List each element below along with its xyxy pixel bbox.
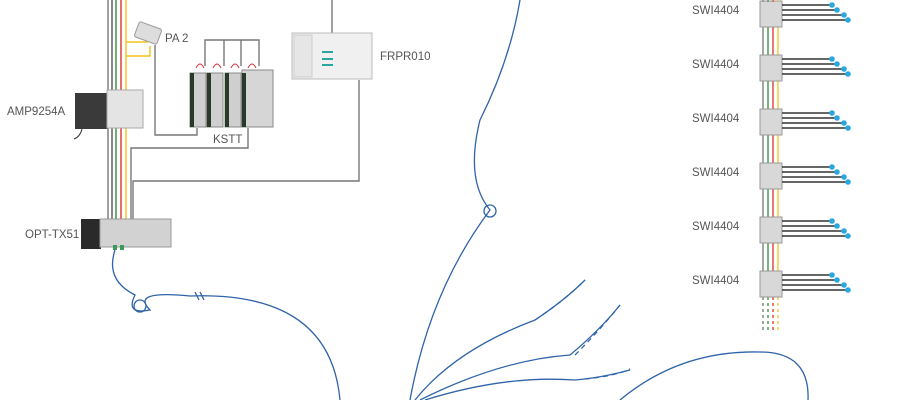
pa2-device: PA 2 xyxy=(134,21,188,45)
kstt-loop-cables xyxy=(204,39,260,66)
output-port-dot xyxy=(834,169,840,175)
output-port-dot xyxy=(834,115,840,121)
kstt-module xyxy=(241,69,274,128)
multiswitch-row: SWI4404 xyxy=(692,54,851,109)
multiswitch-row: SWI4404 xyxy=(692,0,851,55)
multiswitch-row: SWI4404 xyxy=(692,162,851,217)
multiswitch-label: SWI4404 xyxy=(692,59,740,71)
kstt-label: KSTT xyxy=(213,134,242,146)
kstt-module-front xyxy=(225,73,229,127)
frpr-indicator xyxy=(322,58,333,60)
output-port-dot xyxy=(841,66,847,72)
amp-device: AMP9254A xyxy=(7,89,144,140)
opt-fiber-port xyxy=(113,245,117,250)
output-port-dot xyxy=(841,228,847,234)
output-port-dot xyxy=(845,71,851,77)
output-port-dot xyxy=(845,179,851,185)
output-port-dot xyxy=(841,12,847,18)
output-port-dot xyxy=(845,17,851,23)
kstt-module-front xyxy=(242,73,246,127)
multiswitch-label: SWI4404 xyxy=(692,5,740,17)
multiswitch-body xyxy=(759,216,783,244)
opt-device: OPT-TX51 xyxy=(25,218,172,250)
cable-pa2-kstt xyxy=(154,45,198,136)
multiswitch-label: SWI4404 xyxy=(692,167,740,179)
multiswitch-row: SWI4404 xyxy=(692,216,851,271)
fiber-long xyxy=(409,0,521,400)
multiswitch-row: SWI4404 xyxy=(692,270,851,332)
opt-fiber-port xyxy=(120,245,124,250)
amp-power-cord xyxy=(73,128,83,140)
output-port-dot xyxy=(829,218,835,224)
opt-label: OPT-TX51 xyxy=(25,229,79,241)
cable-kstt-opt xyxy=(130,128,249,220)
multiswitch-body xyxy=(759,108,783,136)
fiber-break xyxy=(194,291,205,301)
kstt-jumpers xyxy=(195,63,257,69)
output-port-dot xyxy=(829,2,835,8)
kstt-module-front xyxy=(207,73,211,127)
output-port-dot xyxy=(834,223,840,229)
fiber-branch xyxy=(414,279,586,400)
amp-label: AMP9254A xyxy=(7,106,66,118)
output-port-dot xyxy=(845,287,851,293)
kstt-device: KSTT xyxy=(189,63,274,146)
frpr-indicator xyxy=(322,51,333,53)
frpr-side-panel xyxy=(293,34,313,78)
fiber-branch-dashed xyxy=(584,368,631,380)
amp-body xyxy=(106,89,144,129)
cable-frpr-opt xyxy=(132,80,360,220)
fiber-coil xyxy=(133,299,147,313)
multiswitch-label: SWI4404 xyxy=(692,275,740,287)
output-port-dot xyxy=(834,277,840,283)
output-port-dot xyxy=(829,164,835,170)
multiswitch-body xyxy=(759,162,783,190)
output-port-dot xyxy=(841,120,847,126)
multiswitch-body xyxy=(759,0,783,28)
output-port-dot xyxy=(829,56,835,62)
fiber-cables xyxy=(111,0,809,400)
fiber-branch xyxy=(424,369,631,400)
output-port-dot xyxy=(841,174,847,180)
kstt-module-front xyxy=(190,73,194,127)
multiswitch-label: SWI4404 xyxy=(692,221,740,233)
fiber-branch xyxy=(619,351,809,400)
multiswitch-label: SWI4404 xyxy=(692,113,740,125)
multiswitch-cascade: SWI4404SWI4404SWI4404SWI4404SWI4404SWI44… xyxy=(692,0,851,332)
pa2-body xyxy=(134,21,162,45)
fiber-branch-dashed xyxy=(534,279,586,321)
multiswitch-body xyxy=(759,270,783,298)
fiber-coil xyxy=(483,204,497,218)
opt-body xyxy=(99,218,172,248)
output-port-dot xyxy=(834,7,840,13)
multiswitch-body xyxy=(759,54,783,82)
amp-psu xyxy=(75,93,108,129)
pa2-label: PA 2 xyxy=(165,33,188,45)
output-port-dot xyxy=(829,272,835,278)
fiber-main xyxy=(111,249,341,400)
output-port-dot xyxy=(841,282,847,288)
trunk-cables xyxy=(107,0,360,220)
output-port-dot xyxy=(845,233,851,239)
fiber-branch xyxy=(419,304,621,400)
frpr-label: FRPR010 xyxy=(380,51,431,63)
multiswitch-row: SWI4404 xyxy=(692,108,851,163)
frpr-device: FRPR010 xyxy=(291,32,431,80)
opt-psu xyxy=(81,219,101,249)
output-port-dot xyxy=(845,125,851,131)
frpr-indicator xyxy=(322,64,333,66)
output-port-dot xyxy=(829,110,835,116)
output-port-dot xyxy=(834,61,840,67)
